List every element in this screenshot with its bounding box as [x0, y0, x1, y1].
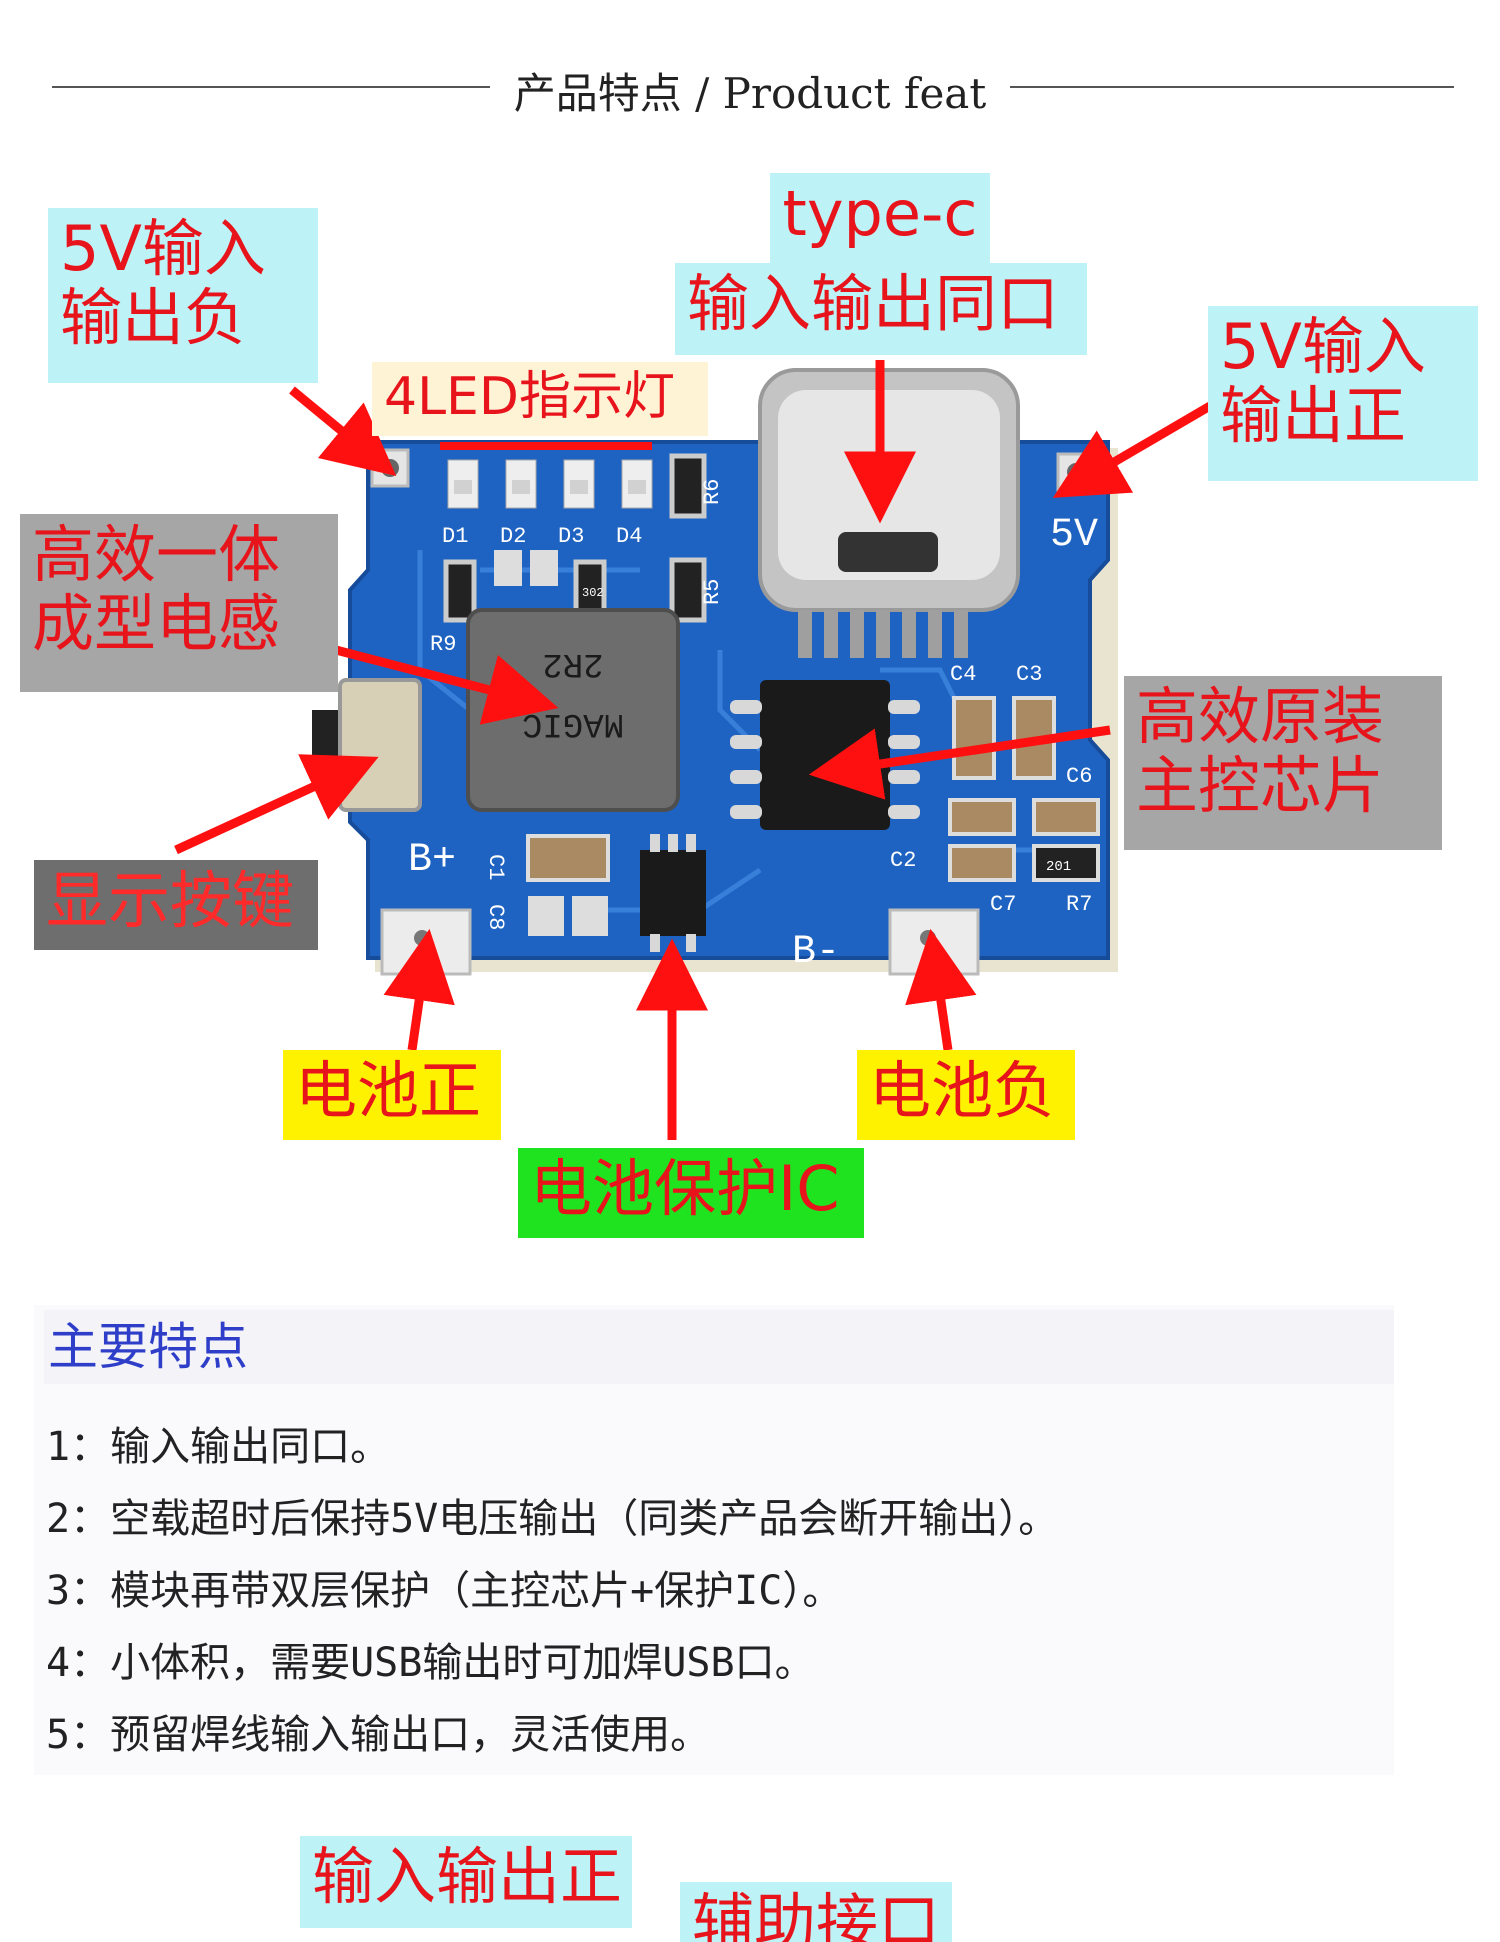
feature-item-3: 3：模块再带双层保护（主控芯片+保护IC）。 [46, 1568, 843, 1614]
silk-r7: R7 [1066, 892, 1092, 917]
features-title: 主要特点 [44, 1310, 1394, 1384]
silk-bplus: B+ [408, 838, 456, 883]
label-typec-port: 输入输出同口 [675, 263, 1087, 355]
silk-c2: C2 [890, 848, 916, 873]
section-title: 产品特点 / Product feat [0, 60, 1500, 121]
feature-item-1: 1：输入输出同口。 [46, 1424, 391, 1470]
arrow-inductor [334, 645, 559, 725]
silk-c8: C8 [483, 904, 508, 930]
silk-c3: C3 [1016, 662, 1042, 687]
label-inductor: 高效一体成型电感 [20, 514, 338, 692]
feature-item-2: 2：空载超时后保持5V电压输出（同类产品会断开输出）。 [46, 1496, 1059, 1542]
silk-r5: R5 [700, 579, 725, 605]
label-main-chip: 高效原装主控芯片 [1124, 676, 1442, 850]
silk-c7: C7 [990, 892, 1016, 917]
res-201: 201 [1046, 859, 1071, 875]
arrow-batt-neg [905, 928, 977, 1051]
label-input-output-neg: 5V输入输出负 [48, 208, 318, 383]
res-302: 302 [582, 586, 604, 600]
label-battery-positive: 电池正 [283, 1050, 501, 1140]
label-battery-negative: 电池负 [857, 1050, 1075, 1140]
label-aux-port: 辅助接口 [680, 1882, 952, 1942]
feature-item-4: 4：小体积，需要USB输出时可加焊USB口。 [46, 1640, 815, 1686]
feature-item-5: 5：预留焊线输入输出口，灵活使用。 [46, 1712, 711, 1758]
header-rule-left [52, 86, 492, 88]
silk-c4: C4 [950, 662, 976, 687]
silk-d2: D2 [500, 524, 526, 549]
arrow-batt-pos [383, 928, 455, 1051]
label-led-indicator: 4LED指示灯 [372, 362, 708, 436]
silk-c6: C6 [1066, 764, 1092, 789]
silk-d4: D4 [616, 524, 642, 549]
silk-c1: C1 [483, 854, 508, 880]
inductor-mark-1: 2R2 [542, 644, 603, 682]
label-protection-ic: 电池保护IC [518, 1148, 864, 1238]
label-typec-title: type-c [770, 173, 990, 263]
arrow-button [174, 754, 379, 855]
label-display-button: 显示按键 [34, 860, 318, 950]
silk-bminus: B- [792, 930, 840, 975]
arrow-input-pos [1052, 402, 1213, 498]
silk-d3: D3 [558, 524, 584, 549]
silk-5v: 5V [1050, 513, 1098, 558]
pcb-photo: D1 D2 D3 D4 R6 R5 302 R9 2R2 MAGIC 5V C4… [174, 360, 1213, 1140]
label-input-output-pos: 5V输入输出正 [1208, 306, 1478, 481]
arrow-chip [808, 725, 1111, 800]
inductor-mark-2: MAGIC [522, 704, 624, 742]
silk-r6: R6 [700, 479, 725, 505]
arrow-input-neg [289, 386, 397, 477]
header-rule-right [1008, 86, 1454, 88]
silk-r9: R9 [430, 632, 456, 657]
silk-d1: D1 [442, 524, 468, 549]
label-io-positive: 输入输出正 [300, 1836, 632, 1928]
